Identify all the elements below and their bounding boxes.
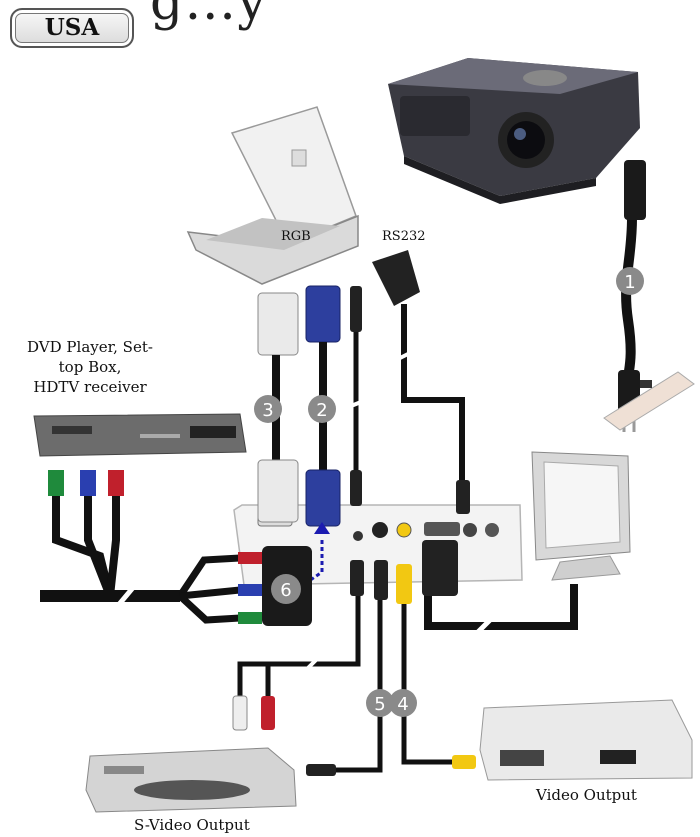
audio-rca-cable bbox=[232, 560, 364, 731]
video-cable bbox=[396, 564, 476, 769]
marker-1-label: 1 bbox=[624, 272, 635, 293]
label-dvd-line-2: top Box, bbox=[58, 358, 122, 376]
label-dvd-player: DVD Player, Set- top Box, HDTV receiver bbox=[10, 337, 170, 397]
marker-2-label: 2 bbox=[316, 400, 327, 421]
label-rgb: RGB bbox=[281, 229, 311, 244]
marker-4: 4 bbox=[389, 689, 417, 717]
laptop bbox=[186, 106, 359, 285]
marker-3: 3 bbox=[254, 395, 282, 423]
label-video-output: Video Output bbox=[536, 786, 637, 804]
region-badge: USA bbox=[10, 8, 134, 48]
video-output-device bbox=[479, 699, 693, 781]
marker-6-label: 6 bbox=[280, 580, 291, 601]
rs232-cable bbox=[372, 250, 470, 514]
marker-4-label: 4 bbox=[397, 694, 408, 715]
power-cord bbox=[603, 160, 695, 432]
marker-5: 5 bbox=[366, 689, 394, 717]
audio-cable-laptop bbox=[345, 286, 367, 506]
page-title-fragment: g…y bbox=[150, 0, 268, 32]
projector bbox=[388, 58, 640, 204]
marker-5-label: 5 bbox=[374, 694, 385, 715]
label-rs232: RS232 bbox=[382, 229, 426, 244]
marker-6: 6 bbox=[271, 574, 301, 604]
dvd-player bbox=[33, 413, 247, 457]
svideo-output-device bbox=[85, 747, 297, 813]
region-badge-text: USA bbox=[44, 14, 100, 41]
marker-3-label: 3 bbox=[262, 400, 273, 421]
monitor bbox=[422, 451, 631, 636]
marker-2: 2 bbox=[308, 395, 336, 423]
label-svideo-output: S-Video Output bbox=[134, 816, 250, 834]
label-dvd-line-1: DVD Player, Set- bbox=[27, 338, 153, 356]
marker-1: 1 bbox=[616, 267, 644, 295]
svideo-cable bbox=[306, 560, 388, 776]
label-dvd-line-3: HDTV receiver bbox=[33, 378, 147, 396]
